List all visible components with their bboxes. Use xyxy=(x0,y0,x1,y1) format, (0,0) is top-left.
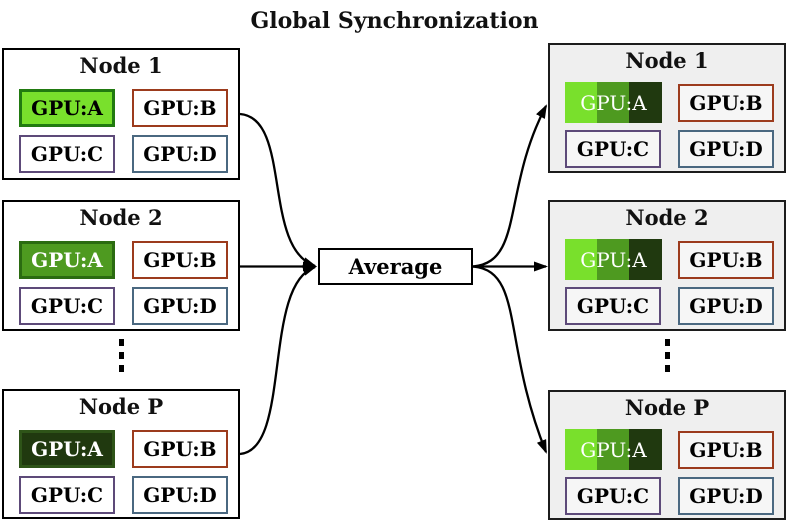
gpu-b-box: GPU:B xyxy=(132,241,228,279)
node-title: Node 1 xyxy=(79,53,163,78)
gpu-a-stripe-medium xyxy=(597,239,630,280)
gpu-b-box: GPU:B xyxy=(678,84,774,122)
edge-average-to-nodep xyxy=(472,265,548,454)
gpu-d-box: GPU:D xyxy=(132,135,228,173)
average-box: Average xyxy=(318,248,473,285)
vertical-ellipsis-left xyxy=(2,336,240,375)
gpu-c-box: GPU:C xyxy=(565,477,661,515)
gpu-c-box: GPU:C xyxy=(19,476,115,514)
gpu-a-striped-box: GPU:A xyxy=(565,82,662,123)
right-node-p: Node P GPU:A GPU:B GPU:C GPU:D xyxy=(548,390,786,520)
left-node-1: Node 1 GPU:A GPU:B GPU:C GPU:D xyxy=(2,48,240,180)
gpu-d-box: GPU:D xyxy=(678,130,774,168)
right-node-1: Node 1 GPU:A GPU:B GPU:C GPU:D xyxy=(548,43,786,173)
node-title: Node P xyxy=(78,394,164,419)
gpu-c-box: GPU:C xyxy=(565,130,661,168)
gpu-d-box: GPU:D xyxy=(678,477,774,515)
gpu-b-box: GPU:B xyxy=(132,430,228,468)
edge-node1-to-average xyxy=(239,112,317,268)
edge-average-to-node1 xyxy=(472,104,548,268)
gpu-a-box: GPU:A xyxy=(19,430,115,468)
gpu-a-stripe-light xyxy=(565,82,598,123)
node-title: Node 2 xyxy=(625,205,709,230)
gpu-a-box: GPU:A xyxy=(19,89,115,127)
gpu-d-box: GPU:D xyxy=(132,287,228,325)
gpu-a-stripe-dark xyxy=(629,82,662,123)
gpu-a-stripe-light xyxy=(565,429,598,470)
gpu-c-box: GPU:C xyxy=(565,287,661,325)
gpu-a-striped-box: GPU:A xyxy=(565,429,662,470)
node-title: Node 1 xyxy=(625,48,709,73)
gpu-a-label: GPU:A xyxy=(580,90,647,115)
gpu-a-label: GPU:A xyxy=(580,247,647,272)
gpu-a-striped-box: GPU:A xyxy=(565,239,662,280)
right-node-2: Node 2 GPU:A GPU:B GPU:C GPU:D xyxy=(548,200,786,331)
gpu-a-stripe-dark xyxy=(629,239,662,280)
node-title: Node P xyxy=(624,395,710,420)
gpu-a-stripe-medium xyxy=(597,82,630,123)
left-node-p: Node P GPU:A GPU:B GPU:C GPU:D xyxy=(2,389,240,519)
gpu-b-box: GPU:B xyxy=(132,89,228,127)
node-title: Node 2 xyxy=(79,205,163,230)
gpu-c-box: GPU:C xyxy=(19,287,115,325)
gpu-d-box: GPU:D xyxy=(678,287,774,325)
gpu-a-stripe-light xyxy=(565,239,598,280)
gpu-a-label: GPU:A xyxy=(580,437,647,462)
gpu-c-box: GPU:C xyxy=(19,135,115,173)
diagram-title: Global Synchronization xyxy=(250,8,539,34)
vertical-ellipsis-right xyxy=(548,336,786,375)
gpu-d-box: GPU:D xyxy=(132,476,228,514)
edge-nodep-to-average xyxy=(239,265,317,456)
left-node-2: Node 2 GPU:A GPU:B GPU:C GPU:D xyxy=(2,200,240,331)
gpu-b-box: GPU:B xyxy=(678,431,774,469)
gpu-a-stripe-dark xyxy=(629,429,662,470)
gpu-a-box: GPU:A xyxy=(19,241,115,279)
gpu-b-box: GPU:B xyxy=(678,241,774,279)
gpu-a-stripe-medium xyxy=(597,429,630,470)
